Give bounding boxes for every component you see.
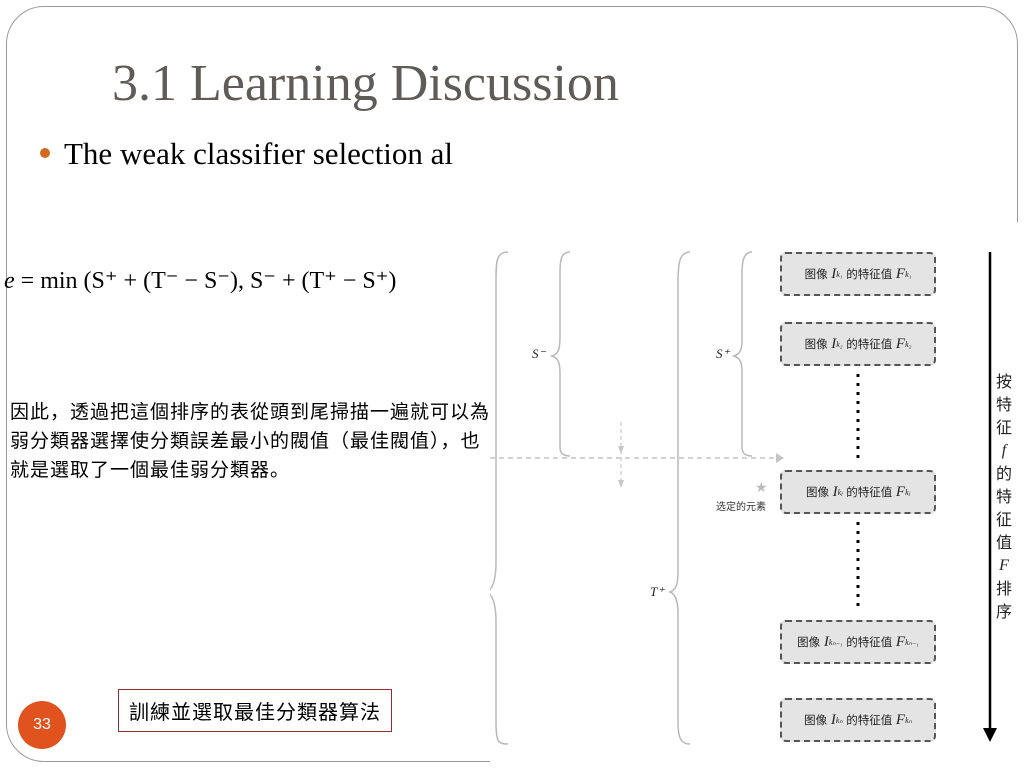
threshold-arrow-down xyxy=(618,446,624,454)
fb-feat: F xyxy=(895,711,906,728)
brace-s-plus xyxy=(731,251,753,457)
fb-mid: 的特征值 xyxy=(846,337,893,351)
label-s-plus: S⁺ xyxy=(716,346,731,361)
brace-s-minus xyxy=(549,251,571,457)
fb-feat: F xyxy=(895,265,906,282)
fb-prefix: 图像 xyxy=(804,337,828,351)
fb-sub: kⱼ xyxy=(837,487,843,497)
sort-arrow-head xyxy=(983,728,997,742)
label-s-minus: S⁻ xyxy=(532,346,547,361)
label-t-plus: T⁺ xyxy=(650,584,665,599)
explanation-paragraph: 因此，透過把這個排序的表從頭到尾掃描一遍就可以為弱分類器選擇使分類誤差最小的閥值… xyxy=(10,401,491,481)
sort-order-label: 按 特 征 f 的 特 征 值 F 排 序 xyxy=(993,370,1015,623)
bullet-icon xyxy=(40,147,50,158)
fb-sub: k₂ xyxy=(836,339,843,349)
fb-sub: kₙ₋₁ xyxy=(828,637,843,647)
page-number-badge: 33 xyxy=(18,701,66,749)
fb-mid: 的特征值 xyxy=(846,485,893,499)
fb-prefix: 图像 xyxy=(804,713,828,727)
fb-img: I xyxy=(831,335,837,352)
brace-t-minus xyxy=(490,251,509,745)
bullet-text: The weak classifier selection al xyxy=(64,136,454,171)
diagram-graphics: S⁻ S⁺ T⁻ T⁺ xyxy=(490,251,997,745)
bullet-item: The weak classifier selection al xyxy=(40,136,453,172)
fb-feat: F xyxy=(895,633,906,650)
error-formula: e = min (S⁺ + (T⁻ − S⁻), S⁻ + (T⁺ − S⁺) xyxy=(4,266,396,295)
fb-fsub: k₂ xyxy=(905,339,912,349)
selection-arrow xyxy=(776,453,784,463)
vl-char: 排 xyxy=(995,579,1012,598)
fb-prefix: 图像 xyxy=(805,485,829,499)
formula-fn: min xyxy=(40,268,78,294)
sorted-feature-diagram: S⁻ S⁺ T⁻ T⁺ ★ 选定的元素 图像 Ik₁ 的特征值 Fk₁ 图像 I… xyxy=(490,222,1024,768)
fb-mid: 的特征值 xyxy=(846,635,893,649)
vl-char: F xyxy=(999,557,1009,574)
vl-char: 按 xyxy=(995,372,1012,391)
vl-char: 值 xyxy=(995,533,1012,552)
slide-title: 3.1 Learning Discussion xyxy=(112,55,619,112)
brace-t-plus xyxy=(667,251,691,745)
fb-mid: 的特征值 xyxy=(846,713,893,727)
formula-lhs: e xyxy=(4,268,15,294)
vl-char: 序 xyxy=(995,602,1012,621)
fb-img: I xyxy=(830,711,836,728)
vl-char: 特 xyxy=(995,395,1012,414)
vl-char: f xyxy=(1001,442,1007,459)
selected-element-label: 选定的元素 xyxy=(716,502,766,513)
fb-prefix: 图像 xyxy=(797,635,821,649)
fb-fsub: k₁ xyxy=(905,269,912,279)
formula-eq: = xyxy=(20,268,35,294)
fb-feat: F xyxy=(895,483,906,500)
star-icon: ★ xyxy=(755,481,768,496)
threshold-arrow-down-2 xyxy=(618,480,624,488)
fb-mid: 的特征值 xyxy=(846,267,893,281)
fb-fsub: kₙ xyxy=(905,715,912,725)
fb-prefix: 图像 xyxy=(804,267,828,281)
fb-img: I xyxy=(832,483,838,500)
fb-img: I xyxy=(823,633,829,650)
vl-char: 征 xyxy=(995,418,1012,437)
vl-char: 的 xyxy=(995,464,1012,483)
fb-feat: F xyxy=(895,335,906,352)
formula-body: (S⁺ + (T⁻ − S⁻), S⁻ + (T⁺ − S⁺) xyxy=(83,268,397,294)
fb-fsub: kₙ₋₁ xyxy=(905,637,919,647)
fb-sub: kₙ xyxy=(835,715,843,725)
fb-img: I xyxy=(831,265,837,282)
caption-box: 訓練並選取最佳分類器算法 xyxy=(118,689,392,732)
vl-char: 征 xyxy=(995,510,1012,529)
fb-sub: k₁ xyxy=(836,269,843,279)
fb-fsub: kⱼ xyxy=(905,487,911,497)
vl-char: 特 xyxy=(995,487,1012,506)
